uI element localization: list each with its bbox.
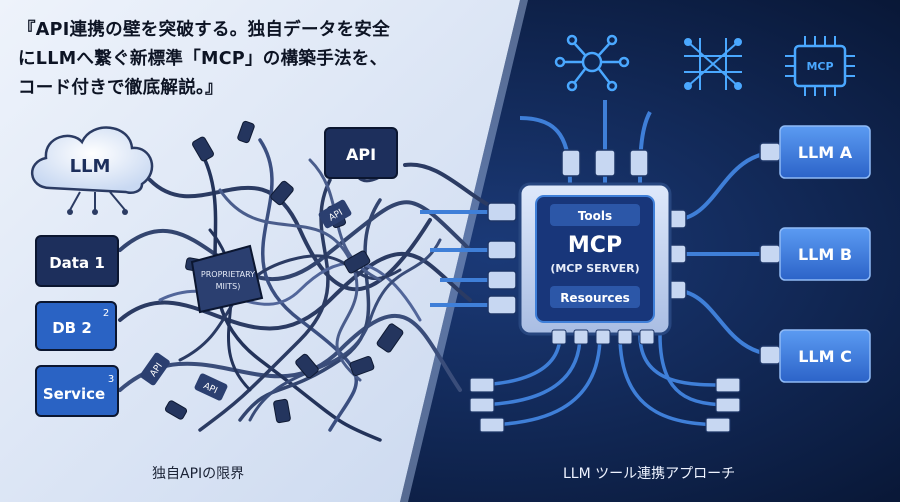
mcp-chip-icon: MCP <box>785 36 855 96</box>
left-caption: 独自APIの限界 <box>152 466 245 482</box>
bottom-plugs <box>469 377 741 433</box>
chip-label: MCP <box>806 60 833 73</box>
api-box-label: API <box>346 145 376 164</box>
llm-a-box: LLM A <box>779 125 871 179</box>
source-label: DB 2 <box>52 319 92 337</box>
source-service: Service 3 <box>35 365 119 417</box>
source-data-1: Data 1 <box>35 235 119 287</box>
source-badge: 3 <box>108 374 114 385</box>
top-api-box: API <box>324 127 398 179</box>
source-badge: 2 <box>103 308 109 319</box>
cloud-label: LLM <box>70 156 111 177</box>
headline-line-2: にLLMへ繋ぐ新標準「MCP」の構築手法を、 <box>18 49 388 69</box>
llm-cloud: LLM <box>30 126 154 215</box>
llm-c-box: LLM C <box>779 329 871 383</box>
llm-b-box: LLM B <box>779 227 871 281</box>
knot-label-1: PROPRIETARY <box>201 270 255 279</box>
hub-subtitle: (MCP SERVER) <box>550 262 639 275</box>
top-plugs <box>561 149 649 177</box>
api-tag-1: API <box>318 199 352 229</box>
headline: 『API連携の壁を突破する。独自データを安全 にLLMへ繋ぐ新標準「MCP」の構… <box>18 16 448 103</box>
proprietary-tag: PROPRIETARY MIITS) <box>190 244 264 314</box>
api-tag-2: API <box>140 352 170 386</box>
llm-label: LLM C <box>798 347 852 366</box>
tangled-cables <box>118 138 502 442</box>
headline-line-3: コード付きで徹底解説。』 <box>18 78 223 98</box>
api-tag-3: API <box>194 373 228 401</box>
knot-label-2: MIITS) <box>216 282 241 291</box>
llm-label: LLM A <box>798 143 853 162</box>
headline-line-1: 『API連携の壁を突破する。独自データを安全 <box>18 20 390 40</box>
source-label: Data 1 <box>49 254 105 272</box>
source-db-2: DB 2 2 <box>35 301 117 351</box>
hub-resources-label: Resources <box>560 291 630 305</box>
mesh-network-icon <box>684 38 742 90</box>
hub-tools-label: Tools <box>578 209 612 223</box>
mcp-server-hub: Tools MCP (MCP SERVER) Resources <box>518 182 672 345</box>
left-hub-plugs <box>487 202 517 315</box>
source-label: Service <box>43 385 105 403</box>
left-panel-bg <box>0 0 520 502</box>
right-caption: LLM ツール連携アプローチ <box>563 466 736 482</box>
llm-label: LLM B <box>798 245 852 264</box>
network-nodes-icon <box>554 34 630 92</box>
hub-title: MCP <box>568 233 622 258</box>
